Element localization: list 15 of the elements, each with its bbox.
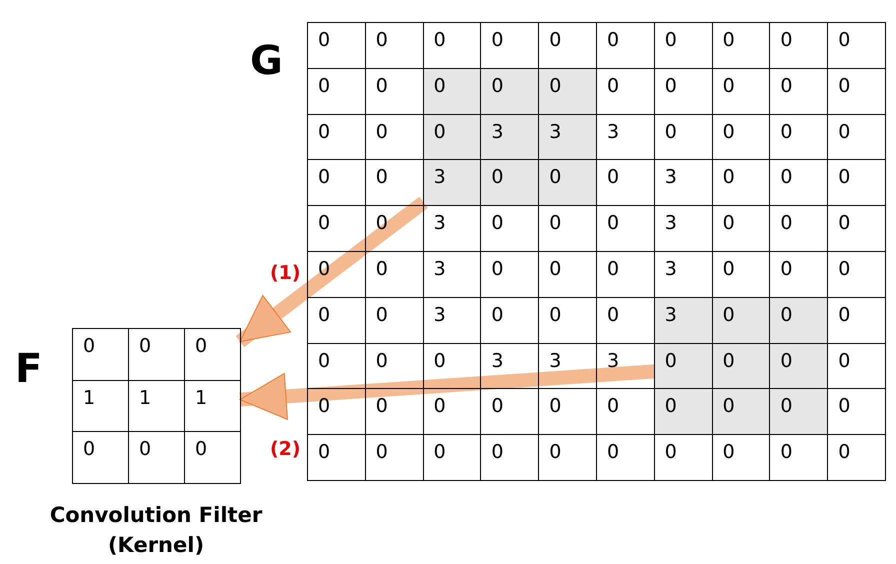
matrix-cell: 0: [184, 431, 241, 484]
matrix-cell: 0: [827, 22, 886, 69]
matrix-name: F: [15, 346, 42, 392]
matrix-name: G: [250, 38, 283, 84]
matrix-cell: 0: [72, 431, 129, 484]
matrix-cell: 0: [307, 22, 366, 69]
label: 0: [491, 166, 504, 188]
matrix-cell: 0: [184, 328, 241, 380]
highlight-region: [424, 68, 597, 206]
matrix-cell: 0: [307, 434, 366, 481]
arrow: [236, 196, 428, 348]
matrix-cell: 0: [827, 434, 886, 481]
node-label: Convolution Filter (Kernel): [48, 502, 264, 559]
matrix-cell: 0: [72, 328, 129, 380]
highlight-region: [654, 296, 828, 434]
